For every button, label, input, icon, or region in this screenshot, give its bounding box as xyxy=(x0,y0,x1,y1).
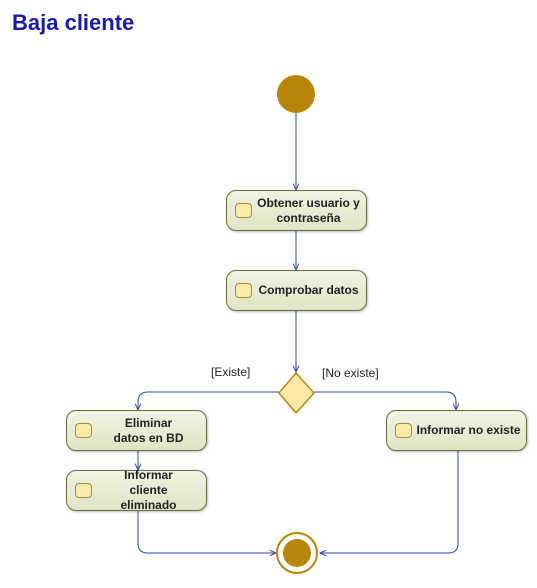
action-icon xyxy=(75,422,92,438)
action-label: Informar no existe xyxy=(416,423,521,437)
action-icon xyxy=(75,482,92,498)
action-icon xyxy=(235,282,252,298)
action-obtener-usuario[interactable]: Obtener usuario y contraseña xyxy=(226,190,367,231)
guard-existe: [Existe] xyxy=(211,365,251,379)
guard-no-existe: [No existe] xyxy=(322,366,379,380)
action-label: Eliminar datos en BD xyxy=(113,415,184,445)
action-label: Informar cliente eliminado xyxy=(120,468,177,512)
action-label: Obtener usuario y contraseña xyxy=(257,195,360,225)
action-icon xyxy=(395,422,412,438)
flow-informar-eliminado-to-end xyxy=(137,511,276,553)
flow-decision-to-informar-no-existe xyxy=(314,391,456,410)
flow-decision-to-eliminar xyxy=(138,391,279,410)
action-icon xyxy=(235,202,252,218)
action-comprobar-datos[interactable]: Comprobar datos xyxy=(226,270,367,311)
final-node-inner xyxy=(283,539,311,567)
diagram-title: Baja cliente xyxy=(12,10,135,35)
action-informar-cliente-eliminado[interactable]: Informar cliente eliminado xyxy=(66,468,207,512)
flow-informar-no-existe-to-end xyxy=(320,451,459,553)
action-informar-no-existe[interactable]: Informar no existe xyxy=(386,410,527,451)
action-eliminar-datos[interactable]: Eliminar datos en BD xyxy=(66,410,207,451)
action-label: Comprobar datos xyxy=(258,283,359,297)
initial-node[interactable] xyxy=(277,75,315,113)
decision-node[interactable] xyxy=(278,371,316,415)
